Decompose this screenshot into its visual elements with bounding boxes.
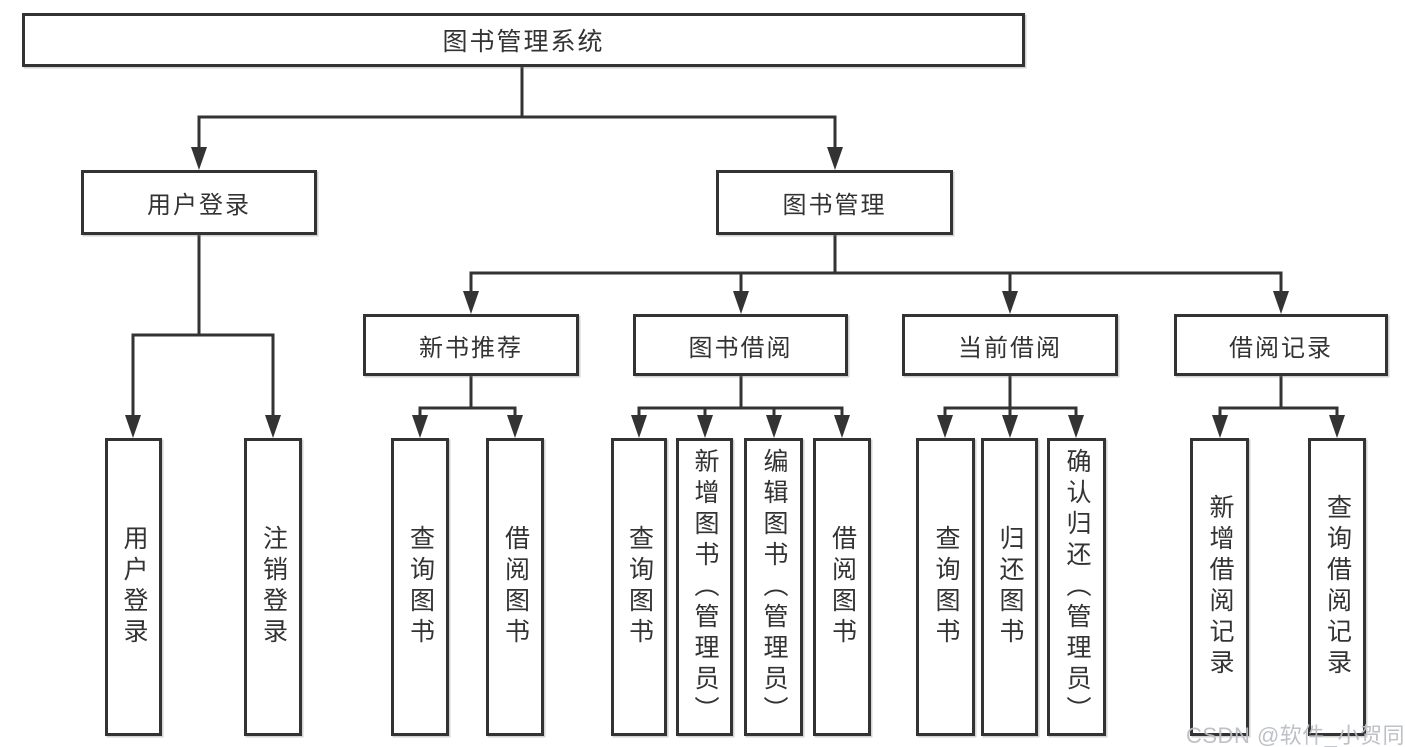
leaf-label: 借阅图书 bbox=[828, 525, 857, 649]
node-label: 新书推荐 bbox=[419, 334, 523, 362]
connector-login-split bbox=[131, 333, 275, 417]
leaf-label: 查询图书 bbox=[625, 525, 654, 649]
leaf-add-borrow-record: 新增借阅记录 bbox=[1190, 438, 1249, 736]
node-new-book-recommend: 新书推荐 bbox=[363, 314, 579, 376]
leaf-logout: 注销登录 bbox=[244, 438, 302, 736]
connector-records-split bbox=[1218, 406, 1339, 417]
arrow-down-icon bbox=[937, 415, 953, 438]
arrow-down-icon bbox=[1002, 291, 1018, 314]
arrow-down-icon bbox=[1273, 291, 1289, 314]
arrow-down-icon bbox=[1002, 415, 1018, 438]
arrow-down-icon bbox=[191, 147, 207, 170]
leaf-label: 借阅图书 bbox=[501, 525, 530, 649]
leaf-borrow-books-newbooks: 借阅图书 bbox=[486, 438, 544, 736]
arrow-down-icon bbox=[697, 415, 713, 438]
node-label: 图书借阅 bbox=[688, 334, 793, 362]
node-label: 当前借阅 bbox=[958, 334, 1062, 362]
arrow-down-icon bbox=[463, 291, 479, 314]
connector-paths bbox=[131, 67, 1339, 417]
node-user-login: 用户登录 bbox=[81, 170, 317, 235]
leaf-label: 用户登录 bbox=[120, 525, 148, 649]
arrow-down-icon bbox=[827, 147, 843, 170]
arrow-down-icon bbox=[834, 415, 850, 438]
arrow-down-icon bbox=[412, 415, 428, 438]
leaf-query-books-newbooks: 查询图书 bbox=[391, 438, 449, 736]
arrow-down-icon bbox=[507, 415, 523, 438]
connector-current-split bbox=[943, 406, 1078, 417]
leaf-borrow-books-borrowing: 借阅图书 bbox=[813, 438, 871, 736]
arrow-down-icon bbox=[631, 415, 647, 438]
leaf-confirm-return-admin: 确认归还（管理员） bbox=[1047, 438, 1106, 736]
leaf-label: 新增图书（管理员） bbox=[691, 447, 719, 727]
leaf-label: 查询借阅记录 bbox=[1323, 494, 1352, 680]
leaf-label: 新增借阅记录 bbox=[1206, 494, 1234, 680]
leaf-label: 查询图书 bbox=[932, 525, 960, 649]
csdn-watermark: CSDN @软件_小贺同学 bbox=[1186, 723, 1405, 747]
leaf-query-borrow-record: 查询借阅记录 bbox=[1308, 438, 1366, 736]
arrow-down-icon bbox=[1068, 415, 1084, 438]
connector-management-split bbox=[469, 271, 1283, 293]
connector-root-split bbox=[197, 115, 837, 149]
arrow-down-icon bbox=[766, 415, 782, 438]
arrow-down-icon bbox=[265, 415, 281, 438]
leaf-label: 确认归还（管理员） bbox=[1063, 447, 1091, 727]
node-label: 图书管理 bbox=[782, 192, 887, 219]
node-book-management: 图书管理 bbox=[716, 170, 953, 235]
leaf-add-books-admin: 新增图书（管理员） bbox=[676, 438, 733, 736]
leaf-label: 注销登录 bbox=[259, 525, 288, 649]
leaf-label: 编辑图书（管理员） bbox=[760, 447, 788, 727]
arrow-down-icon bbox=[1212, 415, 1228, 438]
arrow-down-icon bbox=[733, 291, 749, 314]
leaf-return-books: 归还图书 bbox=[981, 438, 1038, 736]
arrowheads bbox=[125, 147, 1345, 438]
node-book-borrowing: 图书借阅 bbox=[633, 314, 848, 376]
node-label: 用户登录 bbox=[147, 192, 251, 219]
node-root-system: 图书管理系统 bbox=[22, 13, 1025, 67]
leaf-query-books-current: 查询图书 bbox=[916, 438, 975, 736]
leaf-edit-books-admin: 编辑图书（管理员） bbox=[744, 438, 803, 736]
node-borrow-records: 借阅记录 bbox=[1174, 314, 1388, 376]
arrow-down-icon bbox=[125, 415, 141, 438]
leaf-label: 查询图书 bbox=[406, 525, 435, 649]
node-label: 借阅记录 bbox=[1229, 334, 1333, 362]
leaf-label: 归还图书 bbox=[996, 525, 1024, 649]
leaf-query-books-borrowing: 查询图书 bbox=[611, 438, 667, 736]
node-current-borrowing: 当前借阅 bbox=[902, 314, 1118, 376]
arrow-down-icon bbox=[1329, 415, 1345, 438]
connector-newbooks-split bbox=[418, 406, 517, 417]
leaf-user-login: 用户登录 bbox=[105, 438, 162, 736]
node-label: 图书管理系统 bbox=[442, 28, 605, 56]
connector-borrowing-split bbox=[637, 406, 844, 417]
